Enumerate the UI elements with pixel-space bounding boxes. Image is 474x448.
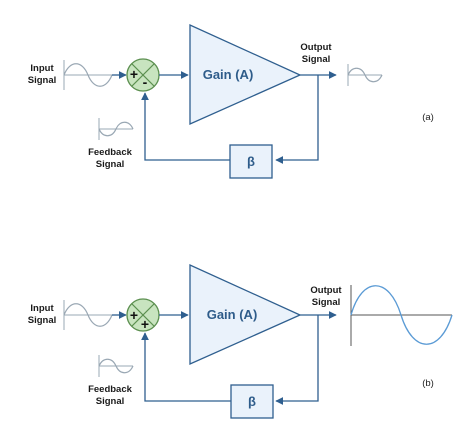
input-label-line1: Input — [30, 303, 54, 314]
input-waveform-a — [63, 60, 113, 90]
feedback-wire-in-b — [141, 332, 231, 402]
sum-sign-2: + — [141, 316, 149, 332]
gain-amplifier-b — [189, 263, 302, 366]
feedback-label-line2: Signal — [96, 396, 125, 407]
output-label-line1: Output — [300, 42, 332, 53]
gain-label-a: Gain (A) — [203, 67, 254, 82]
diagram-a: Input Signal + - Gain (A) Output Signal — [28, 23, 434, 179]
feedback-wire-out-b — [275, 315, 319, 405]
gain-label-b: Gain (A) — [207, 307, 258, 322]
input-label-line2: Signal — [28, 315, 57, 326]
feedback-label-line1: Feedback — [88, 384, 133, 395]
diagram-b: Input Signal + + Gain (A) Output Signal … — [28, 263, 453, 419]
sum-sign-1: + — [130, 66, 138, 82]
summing-junction-b: + + — [126, 298, 160, 332]
beta-block-b — [230, 384, 274, 419]
output-label-line2: Signal — [302, 54, 331, 65]
output-label-line1: Output — [310, 285, 342, 296]
input-label-line2: Signal — [28, 75, 57, 86]
output-label-line2: Signal — [312, 297, 341, 308]
beta-label-a: β — [247, 154, 255, 169]
feedback-label-line1: Feedback — [88, 147, 133, 158]
sum-sign-2: - — [143, 74, 148, 90]
panel-label-b: (b) — [422, 378, 434, 389]
beta-block-a — [229, 144, 273, 179]
output-waveform-b — [350, 285, 453, 346]
summing-junction-a: + - — [126, 58, 160, 92]
panel-label-a: (a) — [422, 112, 434, 123]
beta-label-b: β — [248, 394, 256, 409]
input-waveform-b — [63, 300, 113, 330]
feedback-waveform-b — [98, 355, 134, 377]
gain-amplifier-a — [189, 23, 302, 126]
feedback-wire-out-a — [275, 75, 319, 164]
output-waveform-a — [347, 64, 383, 86]
feedback-label-line2: Signal — [96, 159, 125, 170]
input-label-line1: Input — [30, 63, 54, 74]
feedback-wire-in-a — [141, 92, 230, 161]
sum-sign-1: + — [130, 307, 138, 323]
feedback-waveform-a — [98, 118, 134, 140]
